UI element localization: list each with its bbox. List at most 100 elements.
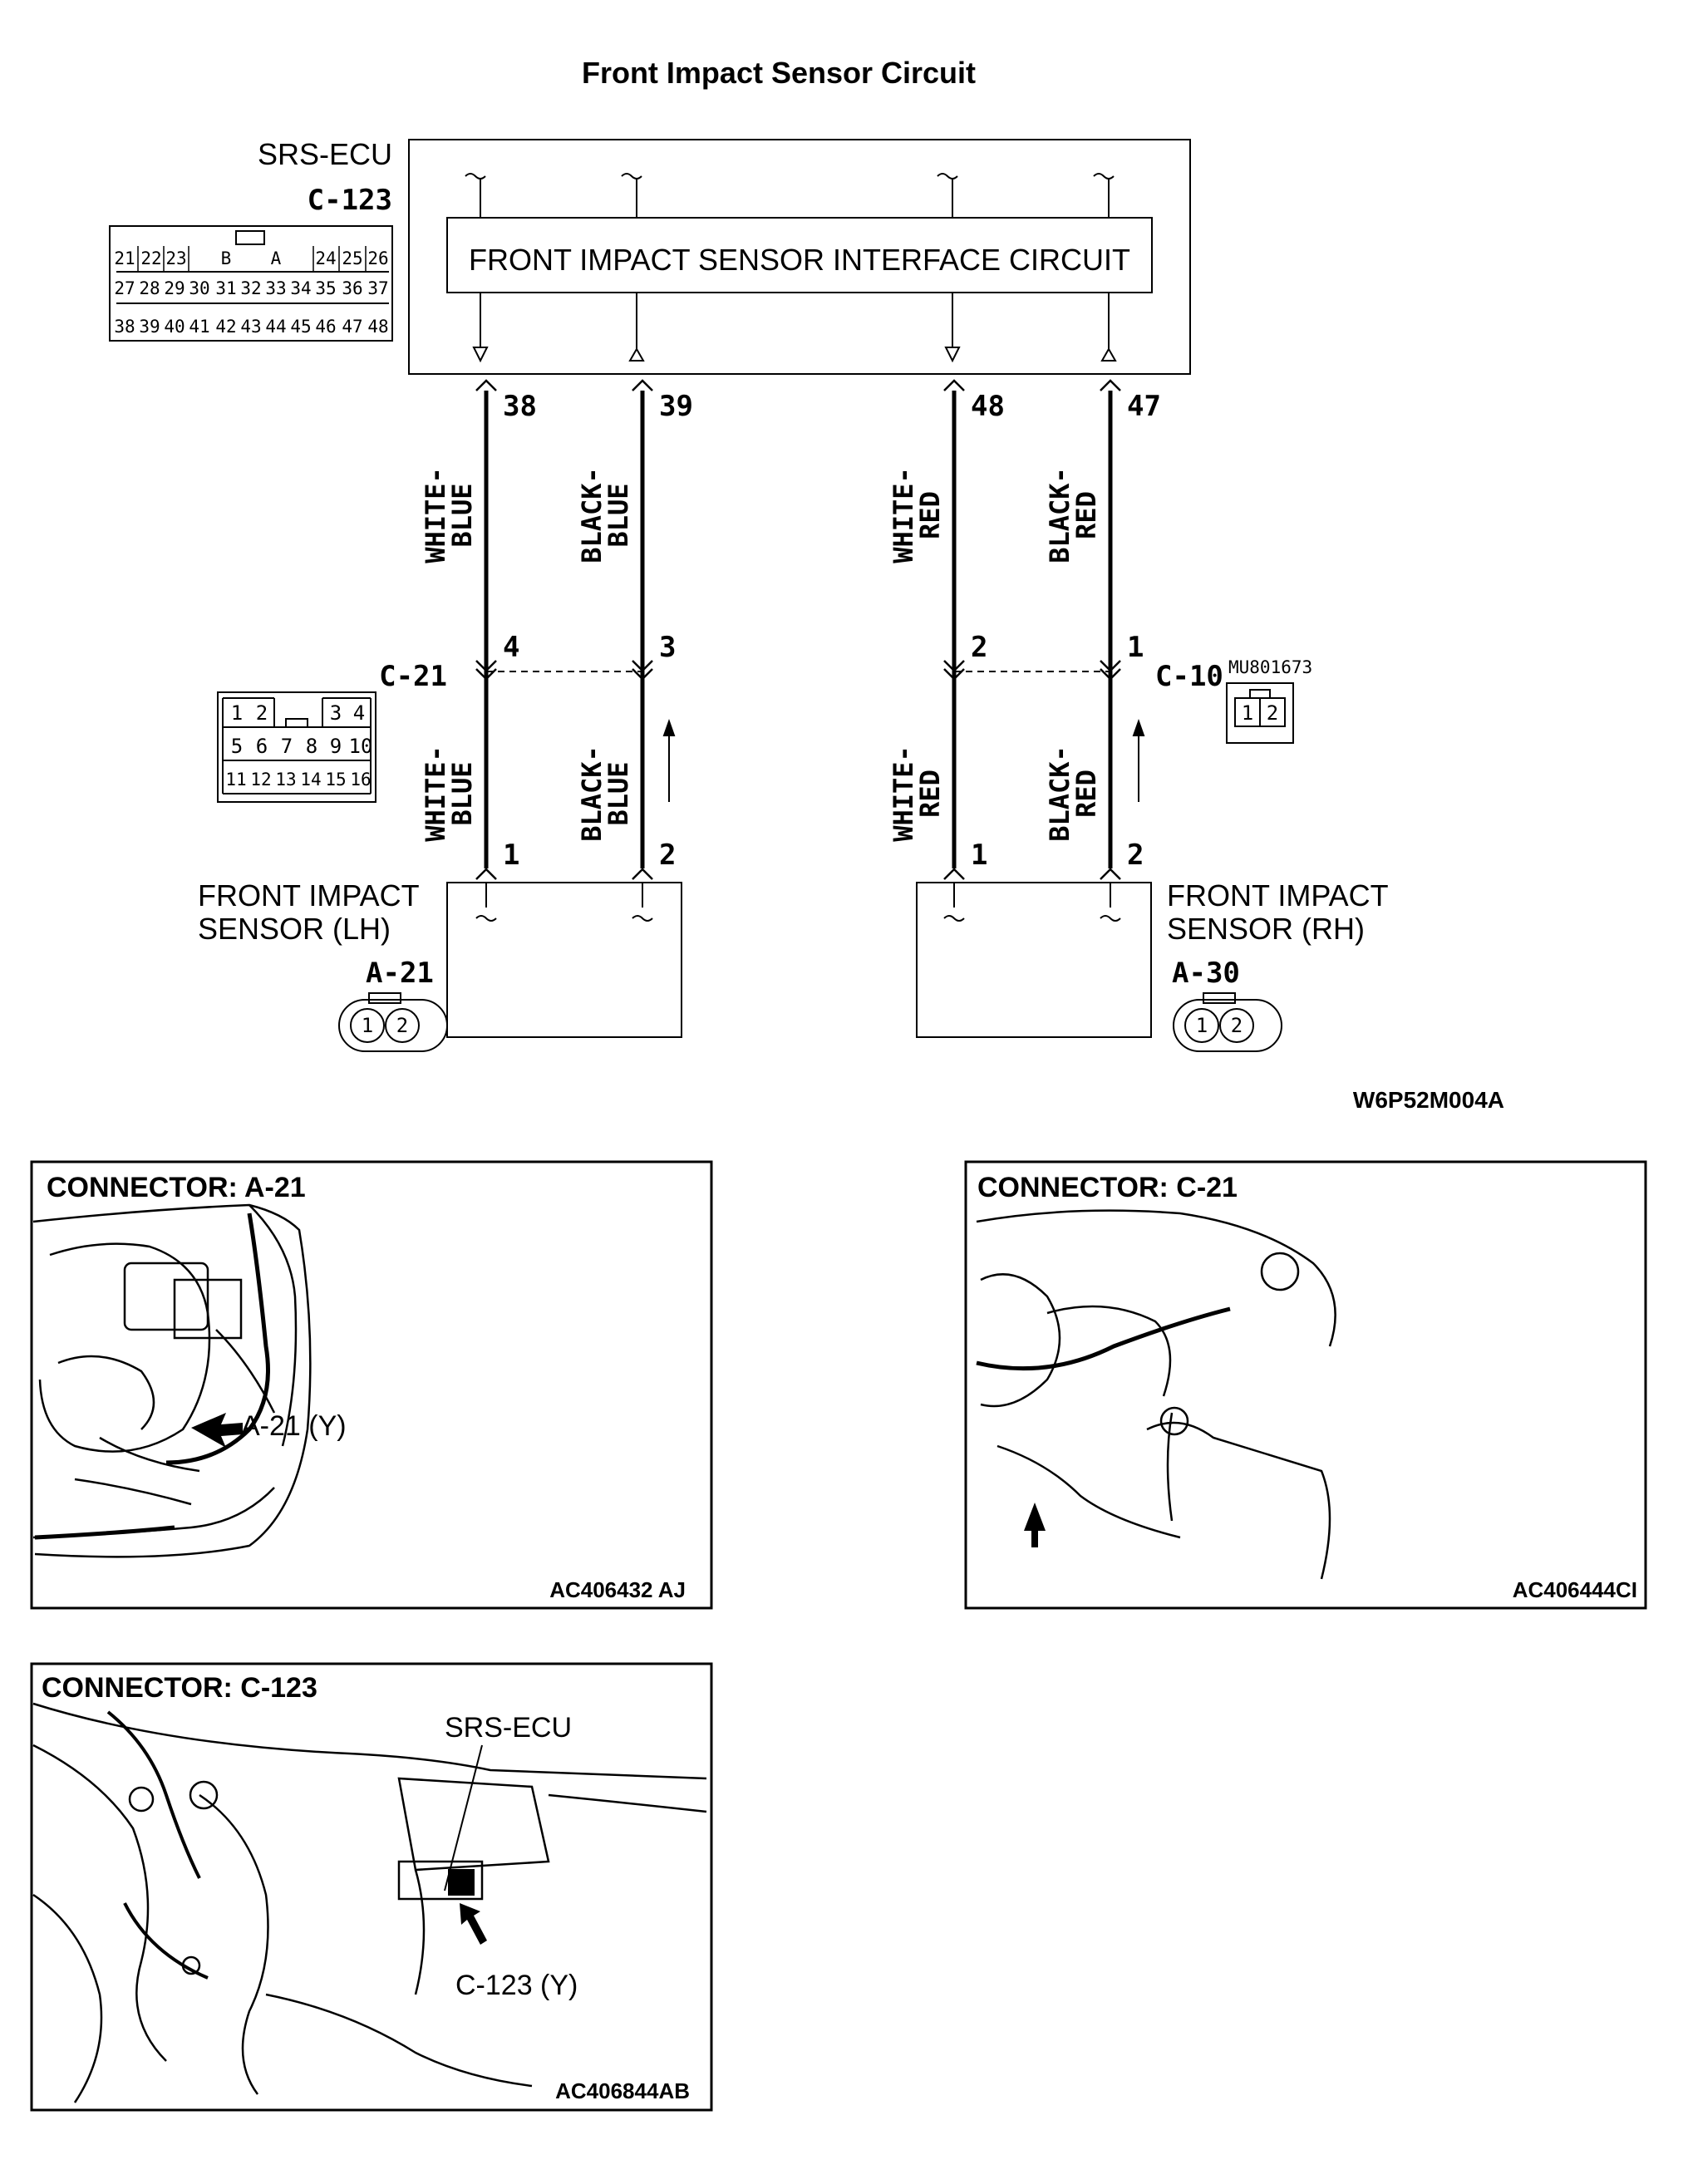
svg-text:1: 1 bbox=[1242, 701, 1253, 725]
sensor-pin-chevrons bbox=[475, 868, 1121, 880]
cavity: 21 bbox=[114, 248, 135, 268]
cavity: 38 bbox=[114, 317, 135, 337]
cavity: 45 bbox=[290, 317, 311, 337]
svg-text:RED: RED bbox=[1070, 770, 1102, 818]
cavity: 43 bbox=[240, 317, 261, 337]
svg-text:FRONT IMPACT: FRONT IMPACT bbox=[1167, 878, 1389, 912]
svg-text:SENSOR (RH): SENSOR (RH) bbox=[1167, 912, 1365, 946]
sensor-lh-pin-2: 2 bbox=[659, 839, 676, 872]
cavity: 48 bbox=[367, 317, 388, 337]
junction-pin-2: 2 bbox=[971, 631, 987, 664]
cavity: 40 bbox=[164, 317, 185, 337]
svg-text:RED: RED bbox=[914, 770, 946, 818]
panel-figure-code: AC406844AB bbox=[555, 2078, 690, 2103]
svg-text:2: 2 bbox=[256, 701, 268, 725]
ecu-pin-48: 48 bbox=[971, 390, 1005, 423]
srs-ecu-illustration bbox=[397, 1860, 484, 1901]
cavity: 29 bbox=[164, 278, 185, 298]
c21-connector-face: 1 2 3 4 5 6 7 8 9 10 11 12 13 14 15 16 bbox=[217, 691, 376, 803]
cavity: 42 bbox=[215, 317, 236, 337]
cavity: 31 bbox=[215, 278, 236, 298]
ecu-pin-38: 38 bbox=[503, 390, 537, 423]
front-impact-sensor-lh: FRONT IMPACT SENSOR (LH) A-21 bbox=[198, 878, 682, 1038]
interface-circuit-box bbox=[446, 217, 1153, 293]
panel-connector-a21: CONNECTOR: A-21 A-21 (Y) AC406432 AJ bbox=[30, 1160, 713, 1610]
svg-text:BLACK-: BLACK- bbox=[576, 467, 608, 563]
svg-text:3: 3 bbox=[330, 701, 342, 725]
harness-illustration bbox=[34, 1213, 270, 1540]
svg-text:1: 1 bbox=[362, 1014, 373, 1037]
cavity: 33 bbox=[265, 278, 286, 298]
arrow-icon bbox=[191, 1413, 243, 1448]
svg-text:2: 2 bbox=[1267, 701, 1278, 725]
ecu-name: SRS-ECU bbox=[258, 137, 392, 171]
ecu-box bbox=[408, 139, 1191, 375]
panel-figure-code: AC406444CI bbox=[1513, 1577, 1637, 1602]
cavity: 26 bbox=[367, 248, 388, 268]
svg-text:9: 9 bbox=[330, 735, 342, 758]
interface-circuit-label: FRONT IMPACT SENSOR INTERFACE CIRCUIT bbox=[469, 243, 1130, 277]
junction-pin-1: 1 bbox=[1127, 631, 1144, 664]
svg-text:11: 11 bbox=[225, 770, 246, 789]
cavity: 41 bbox=[189, 317, 209, 337]
junction-pin-4: 4 bbox=[503, 631, 519, 664]
svg-text:BLACK-: BLACK- bbox=[1044, 467, 1075, 563]
cavity: 25 bbox=[342, 248, 362, 268]
panel-callout: A-21 (Y) bbox=[241, 1410, 347, 1442]
sensor-lh-connector: A-21 bbox=[366, 957, 434, 990]
diagram-title: Front Impact Sensor Circuit bbox=[582, 56, 976, 90]
wire-color-upper-47: BLACK- RED bbox=[1044, 467, 1102, 563]
junction-c21-label: C-21 bbox=[379, 660, 447, 693]
panel-heading: CONNECTOR: C-123 bbox=[42, 1672, 317, 1704]
junction-c10-label: C-10 bbox=[1155, 660, 1223, 693]
svg-text:10: 10 bbox=[349, 735, 373, 758]
svg-text:13: 13 bbox=[275, 770, 296, 789]
sensor-rh-pin-1: 1 bbox=[971, 839, 987, 872]
cavity: 47 bbox=[342, 317, 362, 337]
ecu-cavity-row-3: 38 39 40 41 42 43 44 45 46 47 48 bbox=[114, 317, 388, 337]
junction-chevrons bbox=[475, 660, 1121, 681]
svg-text:4: 4 bbox=[353, 701, 365, 725]
front-impact-sensor-rh: FRONT IMPACT SENSOR (RH) A-30 bbox=[916, 878, 1389, 1038]
svg-text:BLUE: BLUE bbox=[603, 761, 634, 825]
cavity: 44 bbox=[265, 317, 286, 337]
junction-pin-3: 3 bbox=[659, 631, 676, 664]
svg-text:6: 6 bbox=[256, 735, 268, 758]
svg-text:15: 15 bbox=[325, 770, 346, 789]
svg-text:2: 2 bbox=[1231, 1014, 1243, 1037]
ecu-cavity-row-2: 27 28 29 30 31 32 33 34 35 36 37 bbox=[114, 278, 388, 298]
cavity: A bbox=[271, 248, 282, 268]
arrow-icon bbox=[1024, 1503, 1046, 1547]
svg-text:BLUE: BLUE bbox=[603, 483, 634, 547]
cavity: 32 bbox=[240, 278, 261, 298]
svg-text:BLACK-: BLACK- bbox=[1044, 745, 1075, 842]
wire-color-lower-39: BLACK- BLUE bbox=[576, 745, 634, 842]
svg-text:16: 16 bbox=[350, 770, 371, 789]
ecu-pin-chevrons bbox=[475, 379, 1121, 391]
svg-text:WHITE-: WHITE- bbox=[420, 467, 451, 563]
ecu-cavity-row-1: 21 22 23 B A 24 25 26 bbox=[114, 246, 389, 272]
sensor-lh-pin-1: 1 bbox=[503, 839, 519, 872]
svg-text:14: 14 bbox=[300, 770, 321, 789]
current-flow-arrow-icon bbox=[662, 718, 1145, 802]
harness-illustration bbox=[976, 1306, 1231, 1371]
cavity: 28 bbox=[139, 278, 160, 298]
harness-wires bbox=[484, 391, 1113, 868]
cavity: 27 bbox=[114, 278, 135, 298]
panel-connector-c123: CONNECTOR: C-123 SRS-ECU C-123 (Y) AC406… bbox=[30, 1662, 713, 2112]
svg-text:BLUE: BLUE bbox=[446, 483, 478, 547]
wire-color-upper-39: BLACK- BLUE bbox=[576, 467, 634, 563]
wire-color-upper-38: WHITE- BLUE bbox=[420, 467, 478, 563]
c123-connector-illustration bbox=[448, 1869, 475, 1896]
a30-connector-face bbox=[1173, 992, 1282, 1052]
srs-ecu: SRS-ECU C-123 FRONT IMPACT SENSOR INTERF… bbox=[258, 137, 1191, 375]
cavity: 34 bbox=[290, 278, 311, 298]
svg-text:RED: RED bbox=[914, 491, 946, 539]
ecu-connector-code: C-123 bbox=[308, 184, 392, 217]
cavity: 39 bbox=[139, 317, 160, 337]
cavity: 30 bbox=[189, 278, 209, 298]
ecu-pin-47: 47 bbox=[1127, 390, 1161, 423]
svg-text:12: 12 bbox=[250, 770, 271, 789]
sensor-rh-pin-2: 2 bbox=[1127, 839, 1144, 872]
wire-color-lower-38: WHITE- BLUE bbox=[420, 745, 478, 842]
